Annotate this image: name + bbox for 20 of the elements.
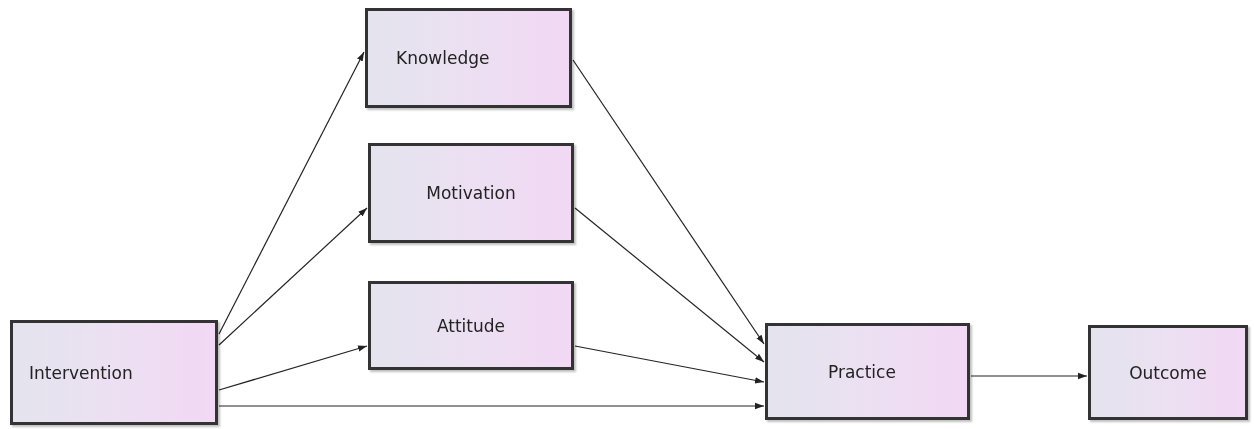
arrow [218,51,365,335]
process-box [1088,325,1248,420]
arrow [218,207,368,346]
process-box [10,320,218,425]
box-label: Knowledge [396,48,490,68]
box-label: Intervention [29,362,133,383]
process-box [765,323,970,420]
box-label: Attitude [436,315,506,336]
arrow [572,59,765,345]
arrow [970,372,1088,380]
process-box [368,143,574,243]
box-label: Practice [828,361,896,382]
arrow [574,207,765,363]
box-label: Outcome [1129,362,1207,383]
process-box [365,8,572,108]
arrow [574,345,765,384]
box-label: Motivation [426,183,516,203]
arrow [218,402,765,410]
process-box [368,281,574,370]
arrow [218,345,368,391]
